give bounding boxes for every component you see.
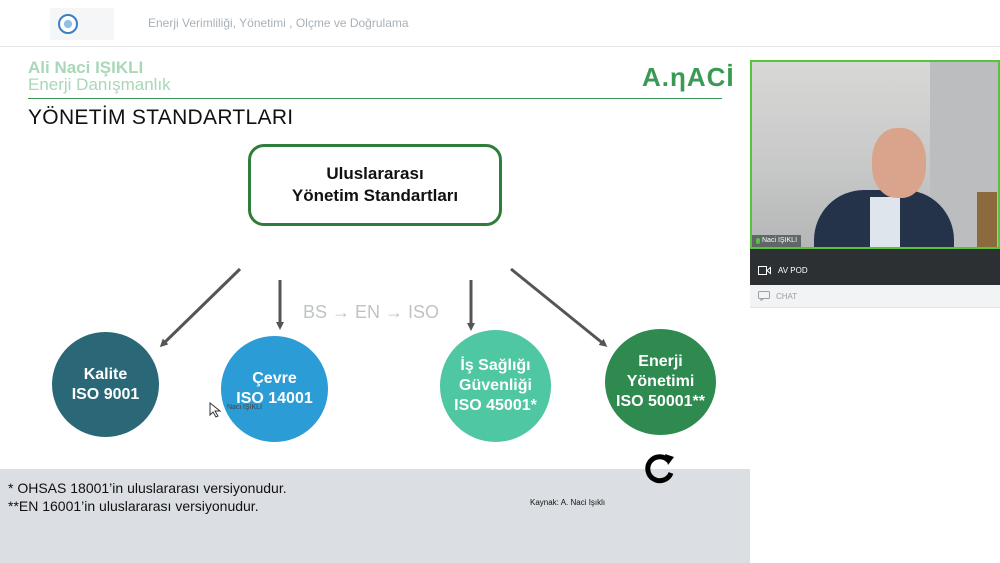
av-pod-label: AV POD (778, 266, 808, 275)
video-furniture (977, 192, 997, 247)
flow-arrows (159, 267, 608, 348)
slide: Ali Naci IŞIKLI Enerji Danışmanlık A.ηAC… (0, 47, 750, 514)
av-pod-header[interactable]: AV POD (750, 249, 1000, 285)
circle-cevre-line-2: ISO 14001 (236, 390, 313, 407)
circle-is-sagligi-line-3: ISO 45001* (454, 397, 537, 414)
main-box-line-2: Yönetim Standartları (291, 186, 459, 205)
circle-kalite: Kalite ISO 9001 (52, 332, 159, 437)
circle-kalite-line-1: Kalite (83, 365, 128, 383)
globe-logo-icon (58, 14, 78, 34)
main-box-line-1: Uluslararası (326, 164, 424, 183)
participant-name: Naci IŞIKLI (762, 237, 798, 244)
microphone-icon (756, 238, 760, 244)
pointer-cursor-icon (209, 402, 222, 418)
circle-cevre: Çevre ISO 14001 (221, 336, 328, 442)
organization-logo (50, 8, 114, 40)
arrow-to-enerji (510, 267, 608, 347)
circle-kalite-line-2: ISO 9001 (71, 385, 140, 403)
meeting-title: Enerji Verimliliği, Yönetimi , Olçme ve … (148, 16, 409, 30)
participant-video[interactable] (750, 60, 1000, 249)
video-camera-icon (758, 266, 771, 275)
main-standards-box: Uluslararası Yönetim Standartları (248, 144, 502, 226)
circle-is-sagligi: İş Sağlığı Güvenliği ISO 45001* (440, 330, 551, 442)
circle-is-sagligi-line-1: İş Sağlığı (460, 357, 531, 374)
circle-enerji-line-2: Yönetimi (626, 373, 695, 390)
top-bar: Enerji Verimliliği, Yönetimi , Olçme ve … (0, 0, 1000, 47)
cursor-owner-label: Naci IŞIKLI (227, 404, 263, 411)
chat-bubble-icon (758, 291, 770, 301)
av-pod-row[interactable]: AV POD (758, 266, 808, 275)
slide-author: Ali Naci IŞIKLI (28, 58, 144, 77)
video-person-shirt (870, 197, 900, 247)
participant-name-tag: Naci IŞIKLI (752, 235, 802, 247)
circle-enerji-line-3: ISO 50001** (616, 393, 705, 410)
slide-company: Enerji Danışmanlık (28, 75, 171, 94)
slide-title: YÖNETİM STANDARTLARI (28, 106, 294, 129)
footnote-en: **EN 16001’in uluslararası versiyonudur. (8, 498, 259, 514)
loading-spinner-icon (645, 454, 674, 484)
side-panel: AV POD CHAT (750, 249, 1000, 563)
chat-label: CHAT (776, 291, 798, 301)
circle-is-sagligi-line-2: Güvenliği (459, 377, 532, 394)
arrow-to-kalite (159, 267, 242, 348)
chat-header[interactable]: CHAT (750, 285, 1000, 308)
circle-enerji-line-1: Enerji (638, 353, 683, 370)
circle-enerji: Enerji Yönetimi ISO 50001** (605, 329, 716, 435)
slide-brand-logo: A.ηACİ (642, 62, 735, 92)
slide-source: Kaynak: A. Naci Işıklı (530, 498, 606, 507)
standards-flow-text: BS → EN → ISO (303, 302, 440, 322)
circle-cevre-line-1: Çevre (252, 370, 297, 387)
video-person-head (872, 128, 926, 198)
footnote-ohsas: * OHSAS 18001’in uluslararası versiyonud… (8, 480, 287, 496)
slide-divider (28, 98, 722, 99)
